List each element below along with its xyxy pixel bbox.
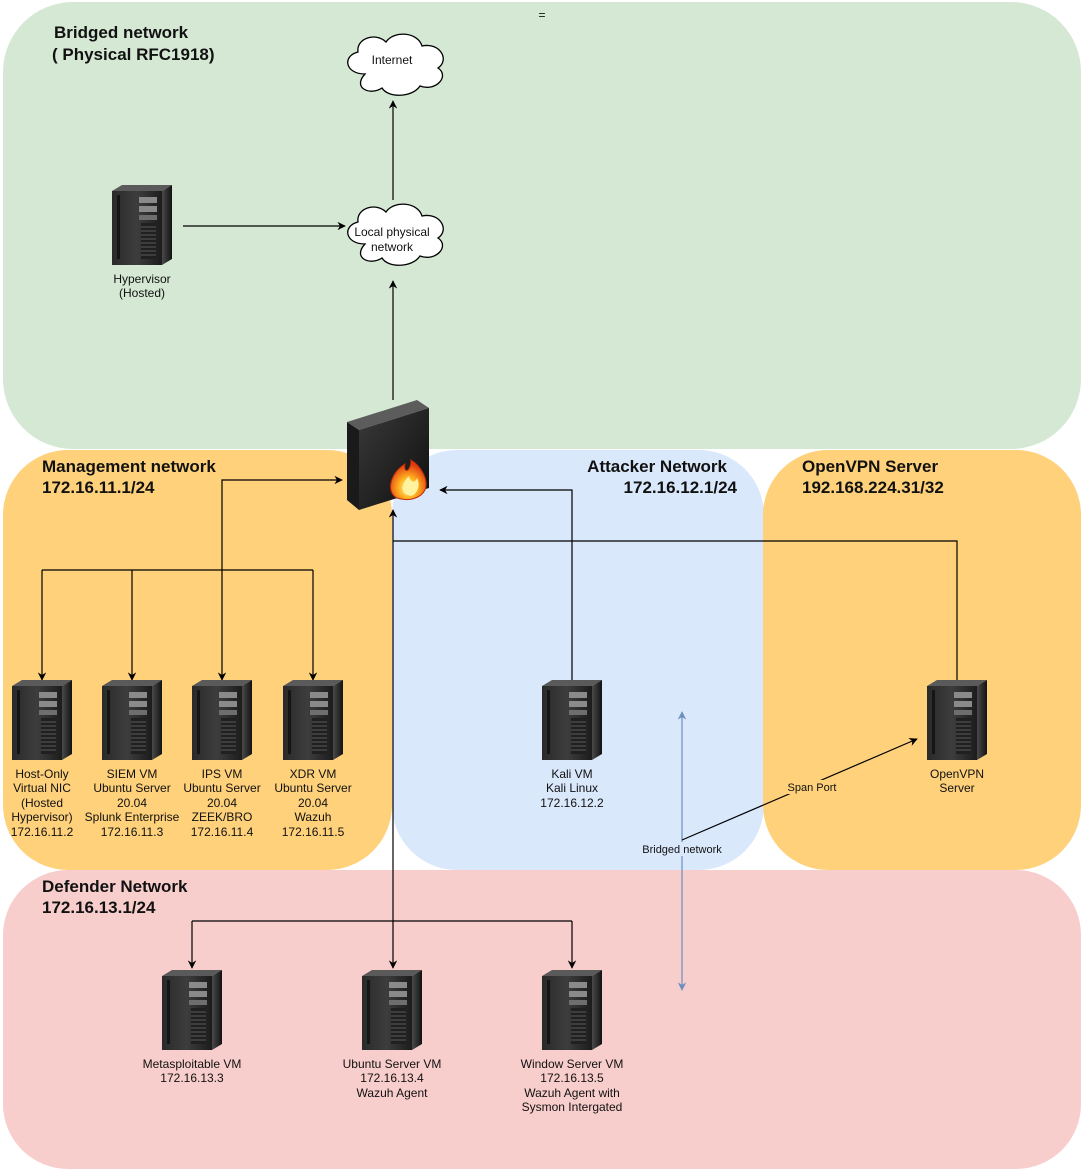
kali-label-3: 172.16.12.2 (540, 796, 604, 810)
edges (37, 100, 958, 991)
openvpn-label-2: Server (939, 781, 974, 795)
hostonly-label-4: Hypervisor) (11, 810, 72, 824)
span-port-label: Span Port (788, 782, 837, 794)
siem-label-1: SIEM VM (107, 767, 158, 781)
ips-label-5: 172.16.11.4 (191, 825, 254, 839)
server-icon (282, 679, 344, 761)
management-network-title: Management network (42, 457, 216, 476)
zone-bridged-network (3, 2, 1081, 449)
xdr-label-3: 20.04 (298, 796, 328, 810)
metasploitable-label-2: 172.16.13.3 (160, 1071, 224, 1085)
hostonly-label-3: (Hosted (21, 796, 63, 810)
node-kali-vm (541, 679, 603, 761)
xdr-label-4: Wazuh (295, 810, 332, 824)
defender-network-subnet: 172.16.13.1/24 (42, 898, 156, 917)
ips-label-1: IPS VM (202, 767, 243, 781)
hypervisor-label-2: (Hosted) (119, 286, 165, 300)
ips-label-2: Ubuntu Server (183, 781, 260, 795)
metasploitable-label-1: Metasploitable VM (143, 1057, 242, 1071)
ips-label-3: 20.04 (207, 796, 237, 810)
cloud-internet-label: Internet (372, 53, 413, 67)
openvpn-label-1: OpenVPN (930, 767, 984, 781)
ips-label-4: ZEEK/BRO (192, 810, 253, 824)
ubuntu-label-3: Wazuh Agent (357, 1086, 429, 1100)
node-metasploitable-vm (161, 969, 223, 1051)
openvpn-network-subnet: 192.168.224.31/32 (802, 478, 944, 497)
hostonly-label-1: Host-Only (15, 767, 68, 781)
attacker-network-title: Attacker Network (587, 457, 727, 476)
edge-kali-to-firewall (439, 485, 573, 680)
zone-openvpn-network (763, 450, 1081, 870)
node-host-only-nic (11, 679, 73, 761)
server-icon (541, 679, 603, 761)
siem-label-2: Ubuntu Server (93, 781, 170, 795)
node-openvpn-server (926, 679, 988, 761)
hypervisor-label-1: Hypervisor (113, 272, 170, 286)
siem-label-3: 20.04 (117, 796, 147, 810)
server-icon (191, 679, 253, 761)
cloud-local-physical-network: Local physical network (347, 203, 444, 266)
server-icon (161, 969, 223, 1051)
xdr-label-2: Ubuntu Server (274, 781, 351, 795)
hostonly-label-5: 172.16.11.2 (11, 825, 74, 839)
kali-label-1: Kali VM (551, 767, 592, 781)
server-icon (11, 679, 73, 761)
xdr-label-1: XDR VM (290, 767, 337, 781)
node-windows-server-vm (541, 969, 603, 1051)
node-siem-vm (101, 679, 163, 761)
defender-network-title: Defender Network (42, 877, 188, 896)
windows-label-3: Wazuh Agent with (524, 1086, 620, 1100)
siem-label-4: Splunk Enterprise (85, 810, 180, 824)
ubuntu-label-2: 172.16.13.4 (360, 1071, 424, 1085)
bridged-network-subtitle: ( Physical RFC1918) (52, 45, 215, 64)
node-hypervisor (111, 184, 173, 266)
windows-label-4: Sysmon Intergated (522, 1100, 623, 1114)
management-network-subnet: 172.16.11.1/24 (42, 478, 155, 497)
server-icon (541, 969, 603, 1051)
attacker-network-subnet: 172.16.12.1/24 (624, 478, 738, 497)
equals-mark: = (538, 8, 545, 22)
span-port-label-bg (785, 780, 839, 794)
edge-openvpn-to-firewall (393, 540, 958, 680)
node-xdr-vm (282, 679, 344, 761)
firewall-icon (347, 400, 429, 510)
server-icon (111, 184, 173, 266)
node-ips-vm (191, 679, 253, 761)
xdr-label-5: 172.16.11.5 (282, 825, 345, 839)
cloud-internet: Internet (347, 33, 444, 96)
server-icon (101, 679, 163, 761)
bridged-network-title: Bridged network (54, 23, 189, 42)
siem-label-5: 172.16.11.3 (101, 825, 164, 839)
cloud-local-label-2: network (371, 240, 414, 254)
kali-label-2: Kali Linux (546, 781, 598, 795)
firewall (347, 400, 429, 510)
hostonly-label-2: Virtual NIC (13, 781, 71, 795)
bridged-network-label-bg (641, 842, 723, 856)
windows-label-2: 172.16.13.5 (540, 1071, 604, 1085)
cloud-local-label-1: Local physical (354, 225, 429, 239)
zone-attacker-network (392, 450, 764, 870)
node-ubuntu-server-vm (361, 969, 423, 1051)
bridged-network-label: Bridged network (642, 844, 722, 856)
openvpn-network-title: OpenVPN Server (802, 457, 938, 476)
server-icon (361, 969, 423, 1051)
edge-management-to-firewall (217, 475, 343, 681)
server-icon (926, 679, 988, 761)
windows-label-1: Window Server VM (521, 1057, 624, 1071)
ubuntu-label-1: Ubuntu Server VM (343, 1057, 442, 1071)
